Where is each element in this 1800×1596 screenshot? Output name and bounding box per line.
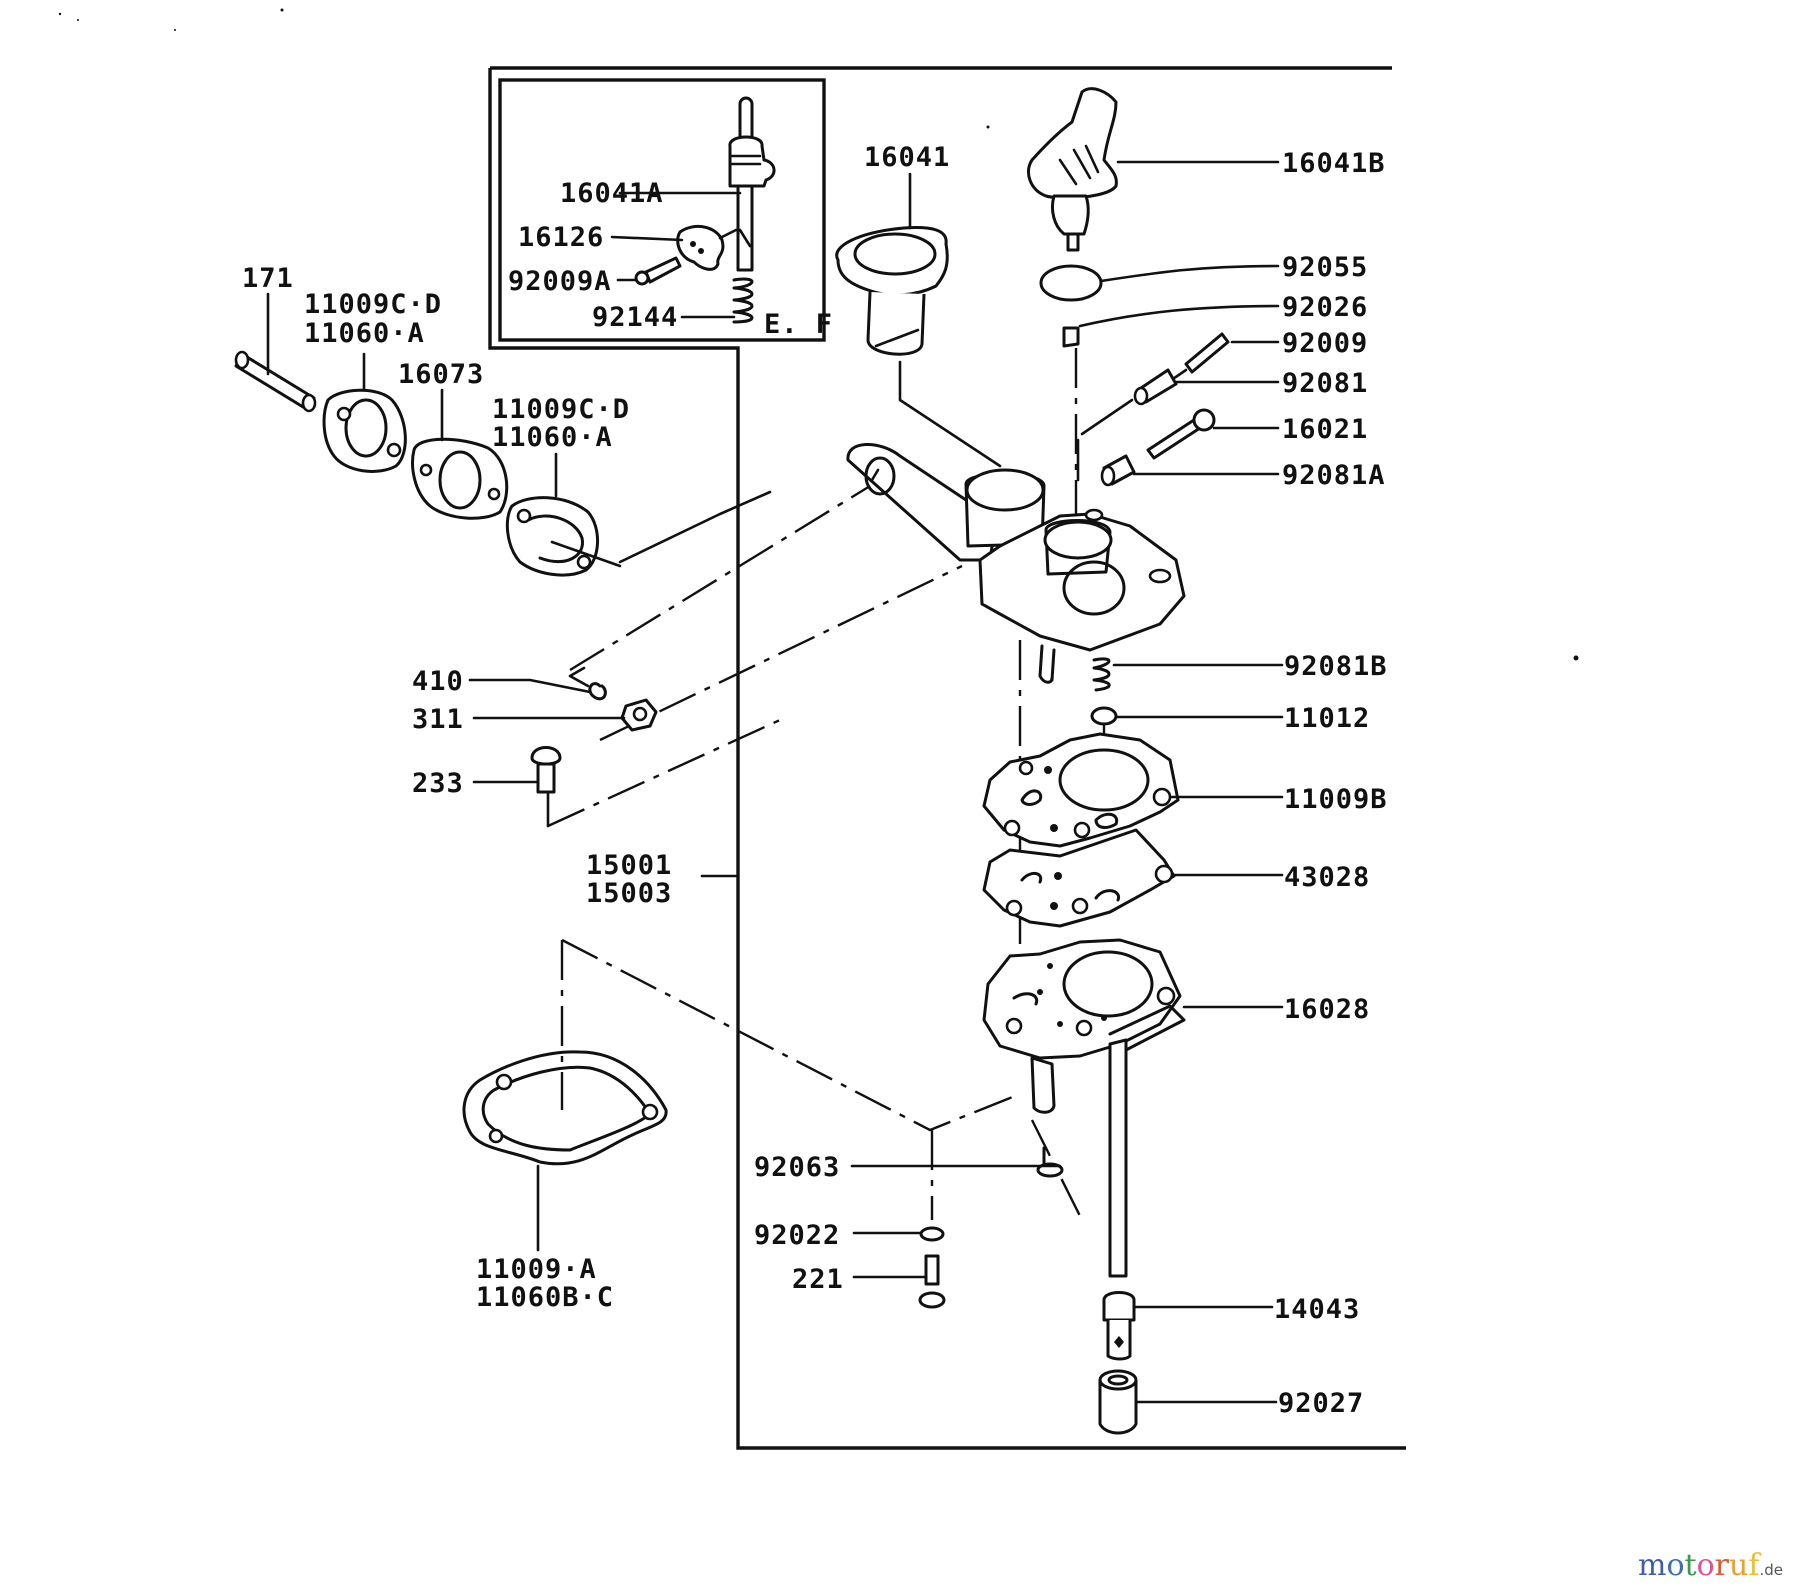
part-11009A-lower-gasket: 11009·A 11060B·C: [462, 1050, 668, 1313]
callout-11060A-2: 11060·A: [492, 422, 613, 453]
callout-16021: 16021: [1282, 414, 1368, 445]
part-92009A-screw: [634, 256, 682, 286]
part-92081A-spring: 92081A: [1100, 454, 1386, 491]
part-311-nut: 311: [412, 698, 658, 735]
part-221-screw: 221: [792, 1254, 946, 1309]
part-92009-screw: 92009: [1146, 328, 1368, 398]
part-410-clip: 410: [412, 666, 607, 701]
alignment-line-3: [547, 718, 781, 828]
part-11012-valve: 11012: [1090, 703, 1370, 734]
logo-letter: o: [1696, 1548, 1715, 1583]
part-16041-housing: 16041: [835, 142, 1002, 468]
part-gasket-11009CD-1: 11009C·D 11060·A: [304, 289, 442, 473]
callout-92022: 92022: [754, 1220, 840, 1251]
callout-15001: 15001: [586, 850, 672, 881]
logo-letter: t: [1684, 1548, 1697, 1583]
part-171-stud: 171: [234, 263, 317, 413]
alignment-line-lower: [561, 938, 1021, 1132]
part-92063-screw: 92063: [754, 1146, 1064, 1183]
callout-92081A: 92081A: [1282, 460, 1386, 491]
callout-92026: 92026: [1282, 292, 1368, 323]
logo-letter: f: [1748, 1548, 1760, 1583]
callout-171: 171: [242, 263, 294, 294]
callout-43028: 43028: [1284, 862, 1370, 893]
callout-92009A: 92009A: [508, 266, 612, 297]
callout-16041: 16041: [864, 142, 950, 173]
callout-15003: 15003: [586, 878, 672, 909]
callout-221: 221: [792, 1264, 844, 1295]
part-92144-spring: [732, 277, 754, 324]
part-11009B-gasket: 11009B: [982, 732, 1388, 848]
alignment-line-1: [569, 484, 871, 672]
logo-letter: o: [1666, 1548, 1685, 1583]
part-15001-carburetor-body: [618, 438, 1186, 684]
model-note-ef: E. F: [764, 309, 833, 340]
callout-92144: 92144: [592, 302, 678, 333]
callout-11009B: 11009B: [1284, 784, 1388, 815]
part-233-screw: 233: [412, 746, 562, 799]
inset-box: 16041A 16126 92009A 92144 E. F: [498, 78, 833, 342]
callout-233: 233: [412, 768, 464, 799]
part-92026-clip: 92026: [1062, 292, 1368, 560]
callout-92063: 92063: [754, 1152, 840, 1183]
callout-92027: 92027: [1278, 1388, 1364, 1419]
part-16021-needle: 16021: [1146, 408, 1368, 460]
assembly-frame: [488, 66, 1406, 1450]
callout-410: 410: [412, 666, 464, 697]
part-92027-cap: 92027: [1098, 1369, 1364, 1435]
motoruf-watermark-logo: motoruf.de: [1638, 1548, 1783, 1583]
callout-11060A-1: 11060·A: [304, 318, 425, 349]
alignment-line-2: [599, 564, 963, 742]
part-16041A-shaft: [728, 96, 776, 272]
part-92081-spring: 92081: [1080, 368, 1368, 436]
part-43028-diaphragm: 43028: [982, 828, 1370, 928]
callout-15001-group: 15001 15003: [586, 850, 740, 909]
part-92022-washer: 92022: [754, 1220, 945, 1251]
callout-11009A: 11009·A: [476, 1254, 597, 1285]
part-92081B-spring: 92081B: [1092, 651, 1388, 692]
callout-92081: 92081: [1282, 368, 1368, 399]
logo-letter: r: [1714, 1548, 1729, 1583]
callout-16041B: 16041B: [1282, 148, 1386, 179]
part-14043-fitting: 14043: [1102, 1291, 1360, 1361]
part-16126-plate: [676, 224, 738, 271]
callout-92081B: 92081B: [1284, 651, 1388, 682]
logo-letter: u: [1728, 1548, 1749, 1583]
callout-14043: 14043: [1274, 1294, 1360, 1325]
callout-11060BC: 11060B·C: [476, 1282, 614, 1313]
callout-311: 311: [412, 704, 464, 735]
callout-16028: 16028: [1284, 994, 1370, 1025]
logo-tld: .de: [1759, 1561, 1783, 1579]
callout-16073: 16073: [398, 359, 484, 390]
part-gasket-11009CD-2: 11009C·D 11060·A: [492, 394, 630, 577]
part-16041B-choke: 16041B: [1027, 87, 1386, 252]
part-16073-insulator: 16073: [398, 359, 509, 520]
logo-letter: m: [1638, 1548, 1667, 1583]
callout-16126: 16126: [518, 222, 604, 253]
callout-11009CD-1: 11009C·D: [304, 289, 442, 320]
callout-11012: 11012: [1284, 703, 1370, 734]
part-92055-oring: 92055: [1039, 252, 1368, 302]
part-16028-pump-body: 16028: [982, 938, 1370, 1278]
callout-92009: 92009: [1282, 328, 1368, 359]
callout-11009CD-2: 11009C·D: [492, 394, 630, 425]
scan-specks: [58, 8, 1579, 661]
callout-16041A: 16041A: [560, 178, 664, 209]
callout-92055: 92055: [1282, 252, 1368, 283]
